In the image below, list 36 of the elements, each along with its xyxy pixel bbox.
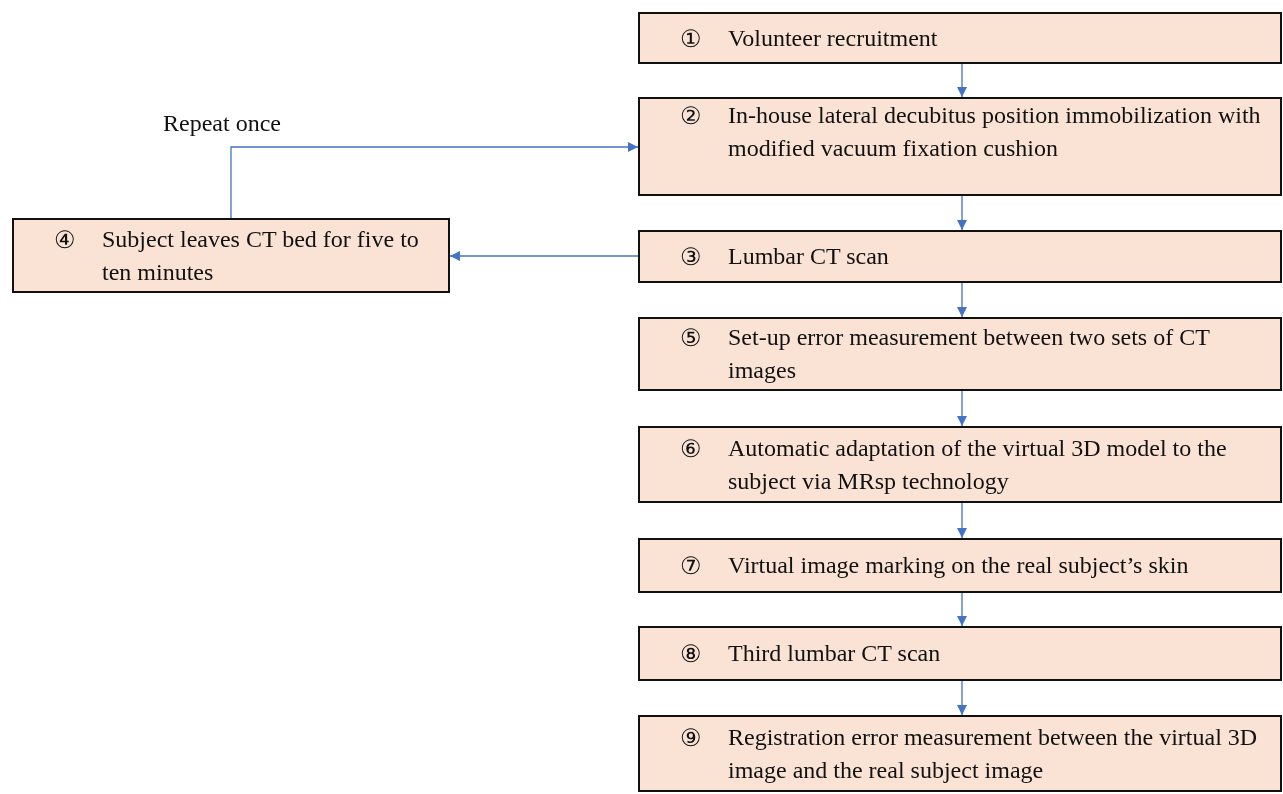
process-box xyxy=(638,715,1282,792)
arrow xyxy=(230,142,639,219)
arrow xyxy=(957,390,967,427)
arrow xyxy=(957,680,967,716)
step-text: Virtual image marking on the real subject’s skin xyxy=(728,551,1190,580)
step-number: ① xyxy=(680,24,702,54)
step-number: ③ xyxy=(680,243,702,272)
step-number: ⑦ xyxy=(680,552,702,581)
step-number: ⑤ xyxy=(680,324,702,353)
process-box xyxy=(638,626,1282,681)
step-text: Automatic adaptation of the virtual 3D model to the subject via MRsp technology xyxy=(728,433,1228,496)
arrow xyxy=(449,251,639,261)
step-text: Lumbar CT scan xyxy=(728,242,890,271)
arrow xyxy=(957,195,967,231)
step-text: Registration error measurement between the virtual 3D image and the real subject image xyxy=(728,722,1259,785)
step-number: ⑧ xyxy=(680,640,702,669)
process-box xyxy=(638,12,1282,64)
process-box xyxy=(638,317,1282,391)
step-text: In-house lateral decubitus position immobilization with modified vacuum fixation cushion xyxy=(728,101,1262,163)
process-box xyxy=(638,97,1282,196)
step-number: ④ xyxy=(54,225,76,255)
step-number: ② xyxy=(680,102,702,131)
process-box xyxy=(638,426,1282,503)
arrow xyxy=(957,63,967,98)
arrow xyxy=(957,282,967,318)
step-text: Volunteer recruitment xyxy=(728,23,939,53)
step-text: Third lumbar CT scan xyxy=(728,639,942,668)
step-number: ⑥ xyxy=(680,434,702,464)
process-box xyxy=(638,538,1282,593)
arrow xyxy=(957,502,967,539)
step-text: Set-up error measurement between two sets of CT images xyxy=(728,323,1211,385)
arrow xyxy=(957,592,967,627)
process-box xyxy=(638,230,1282,283)
process-box xyxy=(12,218,450,293)
step-text: Subject leaves CT bed for five to ten minutes xyxy=(102,224,420,287)
step-number: ⑨ xyxy=(680,723,702,753)
